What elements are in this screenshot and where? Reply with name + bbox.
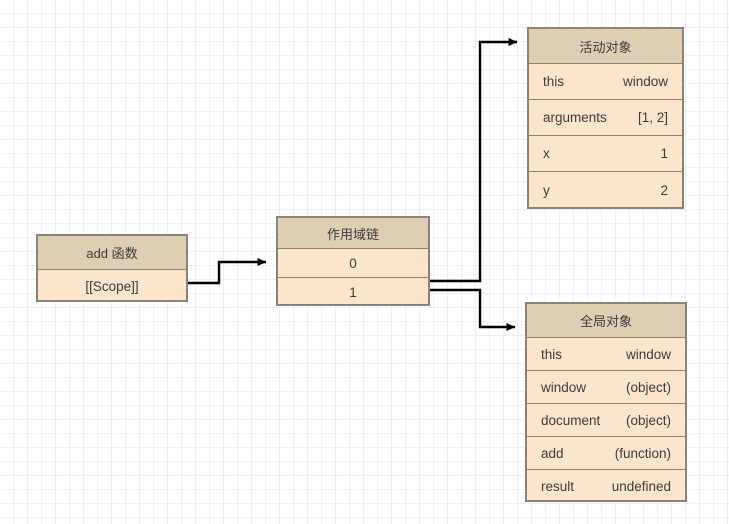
- row-key: y: [543, 182, 550, 198]
- node-add-function-header: add 函数: [38, 236, 186, 270]
- row-key: document: [541, 412, 601, 428]
- edge-scopechain0-to-activation: [430, 38, 518, 283]
- row-label: [[Scope]]: [85, 278, 139, 294]
- edge-scopechain1-to-global: [430, 288, 516, 331]
- row-value: window: [622, 74, 668, 89]
- node-activation-object[interactable]: 活动对象 this window arguments [1, 2] x 1 y …: [527, 27, 684, 209]
- node-activation-object-row-y: y 2: [529, 172, 682, 207]
- node-global-object-header: 全局对象: [527, 304, 685, 338]
- node-global-object-row-this: this window: [527, 338, 685, 371]
- row-value: (object): [625, 412, 671, 428]
- row-value: window: [625, 346, 671, 362]
- row-value: 2: [660, 182, 668, 198]
- row-value: [1, 2]: [637, 110, 668, 125]
- row-label: 1: [349, 285, 357, 300]
- node-scope-chain-row-1[interactable]: 1: [278, 278, 428, 304]
- row-value: 1: [660, 146, 668, 161]
- row-value: undefined: [611, 479, 671, 494]
- node-global-object-row-document: document (object): [527, 404, 685, 437]
- row-key: result: [541, 479, 575, 494]
- node-scope-chain-header: 作用域链: [278, 218, 428, 249]
- node-global-object[interactable]: 全局对象 this window window (object) documen…: [525, 302, 687, 502]
- node-activation-object-row-this: this window: [529, 64, 682, 100]
- node-add-function-row-scope: [[Scope]]: [38, 270, 186, 300]
- row-key: add: [541, 445, 564, 461]
- row-label: 0: [349, 255, 357, 271]
- row-key: window: [541, 379, 587, 395]
- node-global-object-row-add: add (function): [527, 437, 685, 470]
- node-add-function[interactable]: add 函数 [[Scope]]: [36, 234, 188, 302]
- row-key: this: [541, 346, 563, 362]
- row-key: x: [543, 146, 550, 161]
- edge-scope-to-scopechain: [188, 258, 267, 285]
- row-value: (function): [614, 445, 671, 461]
- node-activation-object-header: 活动对象: [529, 29, 682, 64]
- row-key: arguments: [543, 110, 607, 125]
- node-scope-chain-row-0[interactable]: 0: [278, 249, 428, 278]
- row-value: (object): [625, 379, 671, 395]
- node-scope-chain[interactable]: 作用域链 0 1: [276, 216, 430, 306]
- node-activation-object-row-x: x 1: [529, 136, 682, 172]
- row-key: this: [543, 74, 565, 89]
- node-global-object-row-result: result undefined: [527, 470, 685, 500]
- node-activation-object-row-arguments: arguments [1, 2]: [529, 100, 682, 136]
- node-global-object-row-window: window (object): [527, 371, 685, 404]
